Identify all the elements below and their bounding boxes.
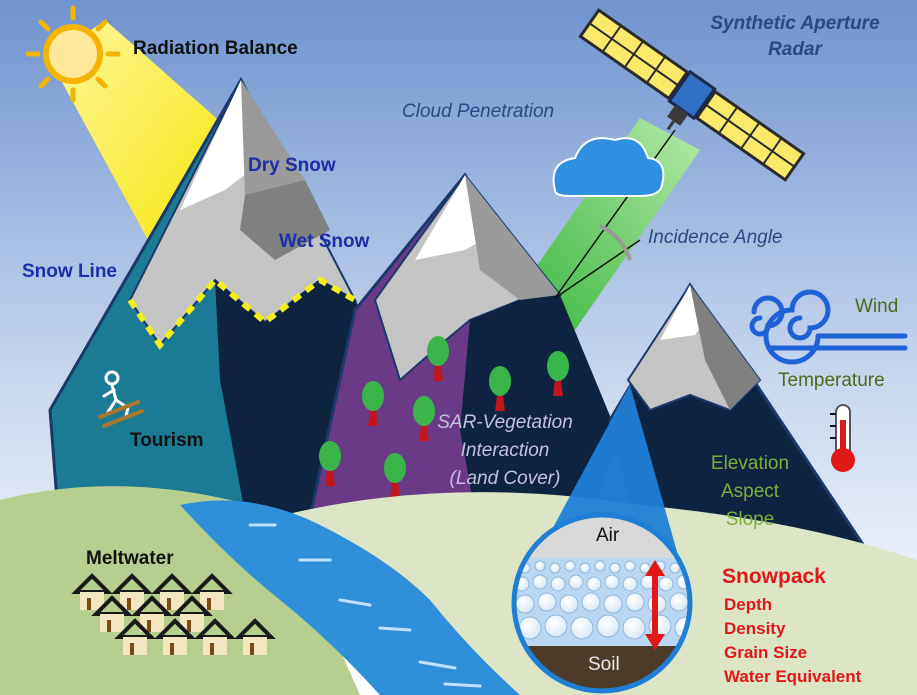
snowpack-magnifier — [511, 385, 693, 694]
snow-line — [127, 275, 357, 350]
vegetation-label-line1: SAR-Vegetation — [437, 412, 573, 433]
wind-icon — [749, 289, 908, 365]
vegetation-label-line2: Interaction — [460, 440, 550, 461]
snowpack-property-grain-size: Grain Size — [724, 643, 808, 662]
cloud-penetration-label: Cloud Penetration — [402, 101, 555, 122]
wet-snow-label: Wet Snow — [279, 231, 370, 252]
snowpack-title: Snowpack — [722, 565, 826, 588]
tourism-label: Tourism — [130, 430, 204, 451]
wind-label: Wind — [855, 296, 899, 317]
radiation-balance-label: Radiation Balance — [133, 38, 298, 59]
tree-icon — [319, 336, 569, 498]
soil-label: Soil — [588, 654, 620, 675]
vegetation-label-line3: (Land Cover) — [449, 468, 561, 489]
sar-label-line2: Radar — [768, 39, 822, 60]
sun-icon — [25, 5, 121, 103]
incidence-angle-label: Incidence Angle — [648, 227, 783, 248]
satellite-icon — [578, 8, 806, 182]
snowpack-property-depth: Depth — [724, 595, 773, 614]
elevation-label: Elevation — [710, 453, 790, 474]
slope-label: Slope — [725, 509, 775, 530]
river — [180, 500, 520, 695]
cloud-icon — [552, 137, 665, 197]
sar-label-line1: Synthetic Aperture — [710, 13, 880, 34]
snowpack-property-water-equivalent: Water Equivalent — [724, 667, 862, 686]
meltwater-label: Meltwater — [86, 548, 174, 569]
air-label: Air — [596, 525, 620, 546]
thermometer-icon — [830, 404, 855, 472]
mountain-right — [608, 282, 873, 557]
dry-snow-label: Dry Snow — [248, 155, 336, 176]
house-icon — [71, 573, 276, 655]
temperature-label: Temperature — [778, 370, 885, 391]
snowpack-property-density: Density — [724, 619, 786, 638]
snow-line-label: Snow Line — [22, 261, 117, 282]
aspect-label: Aspect — [720, 481, 780, 502]
skier-icon — [98, 370, 144, 428]
